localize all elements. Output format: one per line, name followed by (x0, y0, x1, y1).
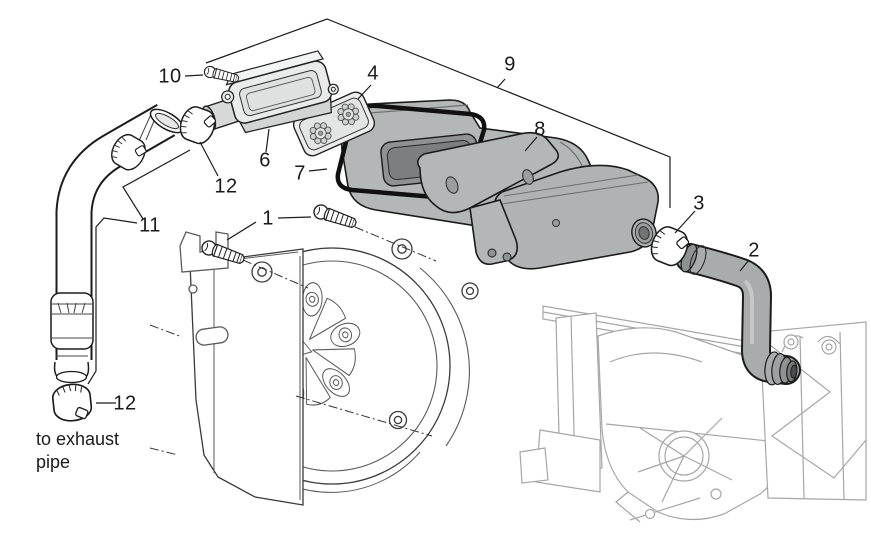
air-box-lower-body (494, 164, 660, 270)
reed-valve-plate-4 (292, 91, 376, 157)
leader-lines (87, 74, 750, 404)
clamp-12-lower (50, 381, 94, 424)
air-box-outlet-port (631, 218, 657, 248)
callout-2: 2 (748, 239, 760, 262)
exhaust-pipe-note: to exhaust pipe (36, 428, 119, 474)
callout-9-bracket-line (205, 18, 671, 208)
exhaust-pipe-note-line2: pipe (36, 452, 71, 472)
callout-8: 8 (534, 118, 546, 141)
engine-cover-drawing (149, 226, 479, 506)
air-hose-11 (50, 103, 185, 384)
valve-cover-6 (201, 50, 339, 134)
callout-1: 1 (262, 207, 274, 230)
callout-6: 6 (259, 149, 271, 172)
secondary-air-pipe-2 (675, 243, 801, 386)
engine-cases-ghost (519, 305, 867, 523)
callout-12-upper: 12 (214, 175, 238, 198)
callout-12-lower: 12 (113, 392, 137, 415)
exhaust-pipe-note-line1: to exhaust (36, 429, 120, 449)
callout-4: 4 (367, 62, 379, 85)
callout-3: 3 (693, 192, 705, 215)
air-box-assembly (335, 99, 660, 270)
pipe-2-ribbed-end (764, 351, 798, 386)
bracket-8 (416, 131, 560, 266)
callout-11: 11 (139, 214, 161, 237)
callout-7: 7 (294, 162, 306, 185)
screw-10 (202, 64, 241, 86)
callout-10: 10 (158, 65, 182, 88)
callout-9: 9 (504, 53, 516, 76)
